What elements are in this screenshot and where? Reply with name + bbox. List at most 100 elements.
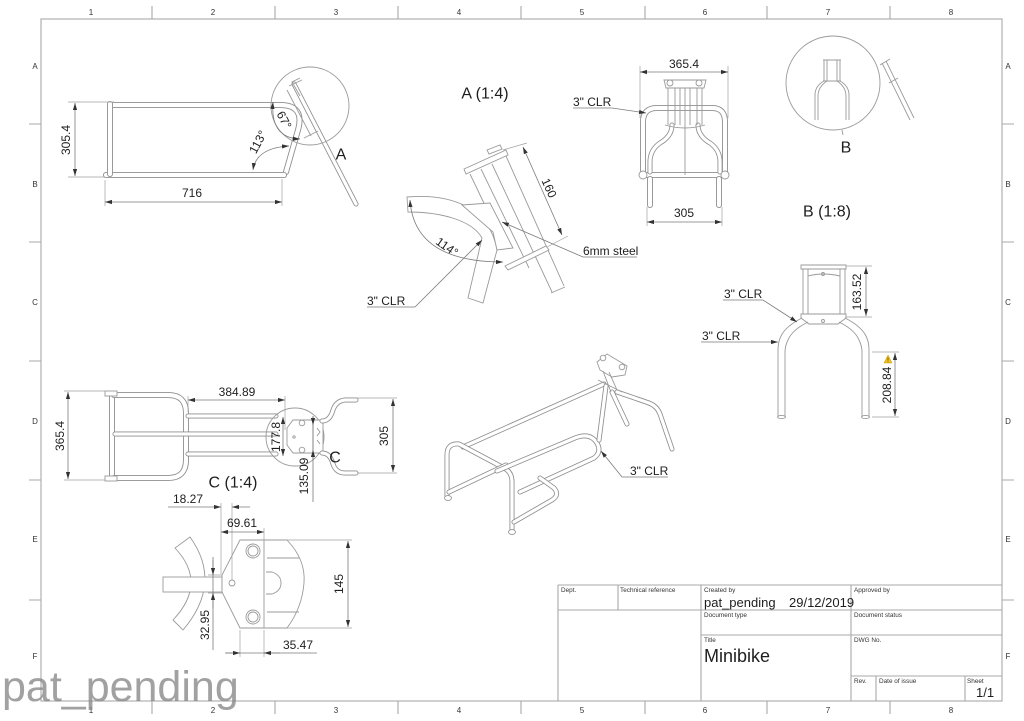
date-value: 29/12/2019 [789, 595, 854, 610]
zone-row-label: A [1005, 62, 1011, 71]
fork-legs [777, 317, 870, 417]
zone-row-label: B [1005, 180, 1010, 189]
title-block: Dept. Technical reference Created by pat… [557, 584, 1002, 701]
date-of-issue-label: Date of issue [879, 678, 917, 685]
detail-b-title: B (1:8) [803, 204, 851, 221]
dim-b-value: 69.61 [227, 516, 257, 530]
end-cap [104, 475, 118, 482]
bolt-inner [247, 611, 259, 623]
dim-length-value: 384.89 [219, 385, 256, 399]
zone-column-label: 5 [580, 8, 585, 17]
zone-column-label: 3 [334, 706, 339, 715]
zone-column-label: 7 [826, 8, 831, 17]
zone-row-label: B [32, 180, 37, 189]
iso-steering-lines [597, 370, 623, 393]
title-label: Title [704, 637, 716, 644]
bolt-inner [247, 545, 259, 557]
bend-note: 3" CLR [573, 95, 612, 109]
top-plate [663, 79, 707, 89]
zone-column-label: 4 [457, 706, 462, 715]
crescent-bracket [172, 536, 206, 631]
tube-inner [461, 382, 606, 449]
zone-row-label: D [1005, 417, 1011, 426]
bend-note: 3" CLR [367, 294, 406, 308]
zone-column-label: 3 [334, 8, 339, 17]
detail-a-title: A (1:4) [461, 86, 508, 103]
top-view[interactable]: 365.4 384.89 177.8 135.09 305 C [53, 385, 397, 502]
detail-c-view[interactable]: C (1:4) 18.27 69.61 145 32.95 35.47 [162, 475, 352, 658]
zone-column-label: 8 [949, 706, 954, 715]
watermark: pat_pending [2, 663, 239, 711]
zone-row-label: C [1005, 298, 1011, 307]
side-view[interactable]: 305.4 716 113° 67° A [59, 66, 359, 207]
zone-column-label: 1 [89, 8, 94, 17]
detail-b-callout-view[interactable]: B [785, 35, 915, 157]
bolt [695, 79, 703, 87]
bend-leader [573, 107, 647, 115]
leg-end [777, 414, 786, 420]
clamp-body [264, 539, 305, 629]
dim-c-value: 35.47 [283, 638, 313, 652]
bend-leader [600, 450, 668, 478]
dwg-no-label: DWG No. [854, 637, 882, 644]
bend-note: 3" CLR [630, 464, 669, 478]
extension-lines [639, 66, 729, 226]
tube-inner [647, 176, 722, 208]
zone-column-label: 6 [703, 706, 708, 715]
tube-inner [320, 398, 358, 475]
detail-callout-b: B [841, 140, 852, 157]
zone-column-label: 7 [826, 706, 831, 715]
extension-lines [64, 390, 397, 481]
front-view[interactable]: 365.4 305 3" CLR [573, 57, 730, 226]
zone-row-label: F [33, 652, 38, 661]
tube-inner [640, 105, 728, 176]
drawing-title: Minibike [704, 646, 770, 666]
detail-callout-c: C [329, 450, 341, 467]
detail-b-view[interactable]: B (1:8) 163.52 208.84 3" CLR 3" CLR [701, 204, 899, 420]
dim-lower-value: 208.84 [880, 366, 894, 403]
detail-a-view[interactable]: A (1:4) 160 114° 6mm steel 3" CLR [367, 86, 638, 309]
warning-icon[interactable] [883, 354, 893, 364]
tech-ref-label: Technical reference [620, 587, 676, 594]
tube-inner [512, 476, 559, 524]
angle-67-arc [270, 101, 301, 141]
dim-length-value: 160 [539, 176, 560, 200]
mid-plate [800, 313, 847, 325]
hole [821, 319, 825, 323]
tube-inner [110, 102, 302, 175]
doc-status-label: Document status [854, 612, 902, 619]
dim-width-value: 365.4 [53, 421, 67, 451]
angle-upper-value: 67° [274, 109, 295, 132]
zone-ticks [29, 6, 1014, 714]
leg-end [861, 414, 870, 420]
zone-column-label: 2 [211, 706, 216, 715]
bolt [666, 79, 674, 87]
hole [821, 272, 825, 276]
sheet-label: Sheet [967, 678, 984, 685]
dim-width-value: 365.4 [669, 57, 699, 71]
tube-inner [610, 390, 629, 426]
created-by-label: Created by [704, 587, 736, 594]
created-by-value: pat_pending [704, 595, 776, 610]
tube-end [638, 170, 648, 180]
steering-head [286, 419, 324, 454]
detail-b-circle [785, 35, 881, 131]
angle-114-arc [408, 199, 504, 265]
callout-leader [841, 129, 844, 136]
dim-length-value: 716 [182, 186, 202, 200]
title-block-grid [557, 584, 1002, 701]
rev-label: Rev. [854, 678, 867, 685]
zone-column-label: 8 [949, 8, 954, 17]
bolt [618, 363, 626, 371]
detail-c-circle [265, 407, 325, 467]
zone-row-label: F [1006, 652, 1011, 661]
dim-line-160 [522, 146, 563, 236]
tube-inner [445, 442, 514, 532]
isometric-view[interactable]: 3" CLR [444, 353, 675, 535]
frame-top-tube [110, 102, 303, 175]
leg-tubes [647, 176, 722, 208]
tube-inner [495, 434, 601, 494]
mini-fork [814, 59, 850, 120]
detail-callout-a: A [336, 147, 347, 164]
